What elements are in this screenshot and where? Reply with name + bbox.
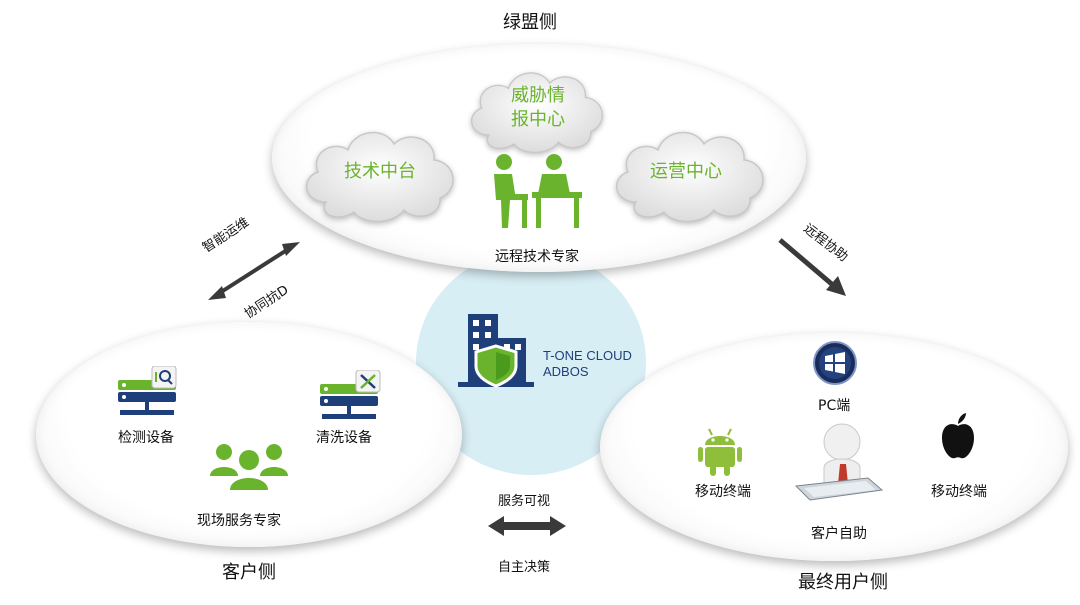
cloud-threat-intel-line2: 报中心 xyxy=(511,109,565,130)
cloud-tech-platform-shape xyxy=(305,131,454,223)
remote-expert-icon xyxy=(494,154,582,228)
scrubbing-device-icon xyxy=(320,370,381,419)
cloud-operations: 运营中心 xyxy=(650,161,722,182)
cloud-tech-platform: 技术中台 xyxy=(344,161,416,182)
android-icon xyxy=(698,428,742,476)
bottom-double-arrow xyxy=(488,516,566,536)
alliance-side-title: 绿盟侧 xyxy=(503,12,557,33)
detection-device-label: 检测设备 xyxy=(118,430,174,446)
bottom-arrow-label-2: 自主决策 xyxy=(498,560,551,575)
hub-line2: ADBOS xyxy=(543,364,589,379)
remote-expert-label: 远程技术专家 xyxy=(495,249,579,265)
apple-mobile-label: 移动终端 xyxy=(931,484,987,500)
end-user-side-title: 最终用户侧 xyxy=(798,572,888,593)
android-mobile-label: 移动终端 xyxy=(695,484,751,500)
onsite-experts-icon xyxy=(210,444,288,490)
cloud-threat-intel-shape xyxy=(471,72,603,154)
right-arrow xyxy=(778,238,846,296)
apple-icon xyxy=(942,413,974,459)
left-double-arrow xyxy=(208,242,300,300)
scrubbing-device-label: 清洗设备 xyxy=(316,430,372,446)
self-service-label: 客户自助 xyxy=(811,526,867,542)
pc-label: PC端 xyxy=(818,398,851,414)
cloud-operations-shape xyxy=(615,131,764,223)
cloud-threat-intel-line1: 威胁情 xyxy=(511,85,565,106)
self-service-figure-icon xyxy=(794,423,884,501)
windows-pc-icon xyxy=(813,341,857,385)
customer-ellipse xyxy=(36,322,462,547)
hub-line1: T-ONE CLOUD xyxy=(543,348,632,363)
detection-device-icon xyxy=(118,366,177,415)
customer-side-title: 客户侧 xyxy=(222,562,276,583)
building-shield-icon xyxy=(458,314,534,388)
bottom-arrow-label-1: 服务可视 xyxy=(498,494,551,509)
onsite-experts-label: 现场服务专家 xyxy=(197,513,281,529)
